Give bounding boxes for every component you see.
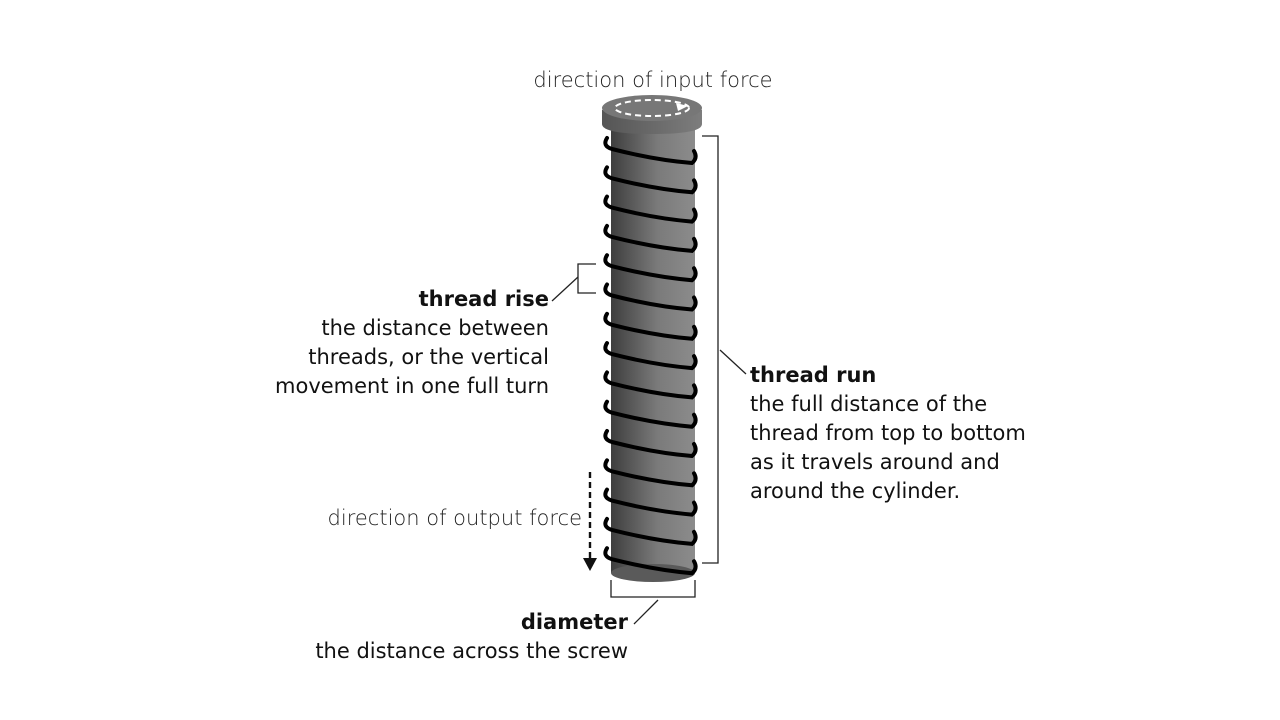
thread-run-line-2: thread from top to bottom <box>750 421 1026 445</box>
diameter-bracket <box>610 580 696 598</box>
thread-rise-title: thread rise <box>418 287 549 311</box>
thread-coil <box>603 165 698 195</box>
thread-coil <box>603 223 698 253</box>
thread-coils <box>603 136 698 576</box>
screw-head-top <box>602 95 702 121</box>
thread-coil <box>603 136 698 166</box>
thread-coil <box>603 546 698 576</box>
thread-coil <box>603 487 698 517</box>
thread-run-line-1: the full distance of the <box>750 392 988 416</box>
thread-run-bracket <box>702 135 719 564</box>
thread-coil <box>603 282 698 312</box>
rotation-arrow <box>614 99 690 117</box>
thread-coil <box>603 311 698 341</box>
thread-coil <box>603 458 698 488</box>
diameter-line-1: the distance across the screw <box>315 639 628 663</box>
diameter-leader <box>633 599 659 625</box>
screw-body <box>611 125 695 573</box>
thread-coil <box>603 341 698 371</box>
thread-run-line-4: around the cylinder. <box>750 479 961 503</box>
thread-rise-line-2: threads, or the vertical <box>308 345 549 369</box>
thread-coil <box>603 399 698 429</box>
thread-coil <box>603 516 698 546</box>
rotation-arrowhead <box>676 103 688 111</box>
thread-rise-bracket <box>577 263 596 294</box>
diameter-title: diameter <box>520 610 628 634</box>
diameter-callout: diameter the distance across the screw <box>315 608 628 666</box>
thread-rise-line-1: the distance between <box>321 316 549 340</box>
thread-rise-callout: thread rise the distance between threads… <box>275 285 549 401</box>
input-force-label: direction of input force <box>533 68 773 92</box>
thread-coil <box>603 370 698 400</box>
thread-coil <box>603 429 698 459</box>
thread-run-callout: thread run the full distance of the thre… <box>750 361 1026 506</box>
output-force-label: direction of output force <box>327 506 582 530</box>
thread-rise-leader <box>551 276 579 302</box>
thread-run-title: thread run <box>750 363 877 387</box>
thread-coil <box>603 194 698 224</box>
thread-coil <box>603 253 698 283</box>
screw-bottom <box>611 564 695 582</box>
thread-rise-line-3: movement in one full turn <box>275 374 549 398</box>
thread-run-leader <box>719 349 747 375</box>
thread-run-line-3: as it travels around and <box>750 450 1000 474</box>
output-force-arrowhead <box>583 558 597 571</box>
